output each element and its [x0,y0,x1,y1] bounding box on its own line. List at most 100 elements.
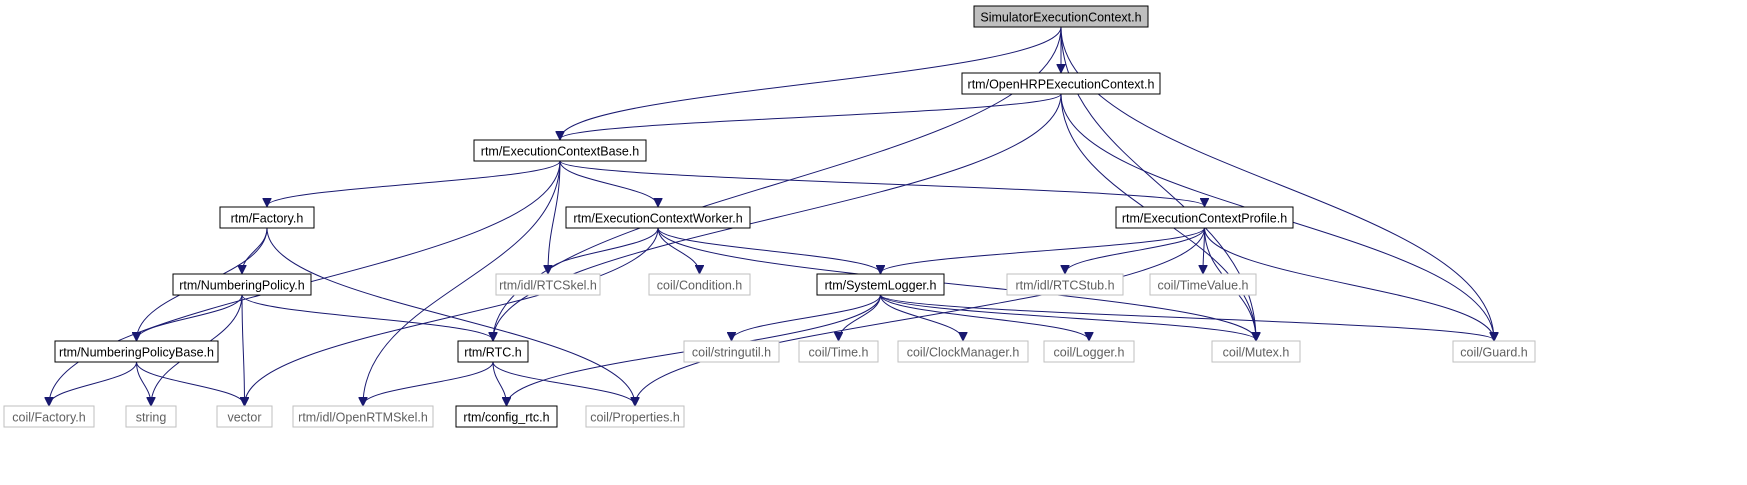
node-label: rtm/idl/RTCSkel.h [499,279,597,293]
node-label: rtm/NumberingPolicy.h [179,279,305,293]
node-rtm-executioncontextbase-h[interactable]: rtm/ExecutionContextBase.h [473,139,647,162]
edge-rtc-to-ortmskel [363,361,494,405]
node-label: rtm/OpenHRPExecutionContext.h [968,78,1155,92]
node-box [798,340,879,363]
node-box [1006,273,1124,296]
node-coil-stringutil-h: coil/stringutil.h [683,340,780,363]
node-label: rtm/ExecutionContextProfile.h [1122,212,1287,226]
node-label: rtm/idl/RTCStub.h [1015,279,1114,293]
node-rtm-numberingpolicy-h[interactable]: rtm/NumberingPolicy.h [172,273,312,296]
node-label: rtm/ExecutionContextWorker.h [573,212,742,226]
edge-slog-to-guard [880,294,1495,340]
node-box [455,405,558,428]
node-label: string [136,411,167,425]
node-coil-logger-h: coil/Logger.h [1043,340,1135,363]
edge-ecw-to-vector [245,227,659,405]
node-box [1149,273,1257,296]
node-box [457,340,529,363]
node-rtm-factory-h[interactable]: rtm/Factory.h [219,206,315,229]
node-box [219,206,315,229]
node-box [3,405,95,428]
edges-layer [49,26,1495,405]
node-coil-mutex-h: coil/Mutex.h [1211,340,1301,363]
node-label: coil/Guard.h [1460,346,1527,360]
node-box [973,5,1149,28]
node-rtm-config-rtc-h[interactable]: rtm/config_rtc.h [455,405,558,428]
node-rtm-openhrpexecutioncontext-h[interactable]: rtm/OpenHRPExecutionContext.h [961,72,1161,95]
node-box [565,206,751,229]
node-rtm-rtc-h[interactable]: rtm/RTC.h [457,340,529,363]
node-rtm-idl-rtcskel-h: rtm/idl/RTCSkel.h [495,273,601,296]
edge-ecw-to-rtcskel [548,227,659,273]
edge-ecb-to-fac [267,160,561,206]
node-label: coil/Condition.h [657,279,743,293]
node-coil-guard-h: coil/Guard.h [1452,340,1536,363]
nodes-layer: SimulatorExecutionContext.h rtm/OpenHRPEx… [3,5,1536,428]
node-coil-time-h: coil/Time.h [798,340,879,363]
edge-fac-to-nump [242,227,268,273]
node-box [1211,340,1301,363]
node-rtm-idl-openrtmskel-h: rtm/idl/OpenRTMSkel.h [292,405,434,428]
edge-npb-to-string [136,361,152,405]
edge-nump-to-rtc [241,294,493,340]
node-box [216,405,273,428]
node-label: coil/Properties.h [590,411,680,425]
node-label: coil/Mutex.h [1223,346,1290,360]
node-box [816,273,945,296]
node-box [495,273,601,296]
node-label: coil/ClockManager.h [907,346,1020,360]
node-simulatorexecutioncontext-h[interactable]: SimulatorExecutionContext.h [973,5,1149,28]
node-vector: vector [216,405,273,428]
edge-ecw-to-mutex [657,227,1256,340]
node-box [585,405,685,428]
node-label: coil/Logger.h [1054,346,1125,360]
node-label: coil/Factory.h [12,411,85,425]
node-coil-properties-h: coil/Properties.h [585,405,685,428]
node-box [648,273,751,296]
node-label: rtm/NumberingPolicyBase.h [59,346,214,360]
node-label: rtm/SystemLogger.h [825,279,937,293]
edge-slog-to-logger [880,294,1090,340]
edge-nump-to-vector [242,294,245,405]
edge-ecb-to-rtcskel [548,160,561,273]
node-box [172,273,312,296]
edge-rtc-to-cfg [492,361,507,405]
node-rtm-idl-rtcstub-h: rtm/idl/RTCStub.h [1006,273,1124,296]
edge-sim-to-ecb [560,26,1062,139]
node-label: coil/TimeValue.h [1157,279,1248,293]
node-box [1043,340,1135,363]
edge-slog-to-sutil [732,294,881,340]
node-rtm-executioncontextprofile-h[interactable]: rtm/ExecutionContextProfile.h [1115,206,1294,229]
node-label: coil/Time.h [809,346,869,360]
node-rtm-numberingpolicybase-h[interactable]: rtm/NumberingPolicyBase.h [54,340,219,363]
node-label: rtm/Factory.h [231,212,304,226]
edge-ecb-to-ecw [559,160,658,206]
edge-ecb-to-ortmskel [363,160,561,405]
node-coil-clockmanager-h: coil/ClockManager.h [897,340,1029,363]
node-box [1115,206,1294,229]
node-coil-condition-h: coil/Condition.h [648,273,751,296]
edge-ecp-to-slog [881,227,1205,273]
node-box [961,72,1161,95]
node-label: rtm/ExecutionContextBase.h [481,145,639,159]
edge-npb-to-vector [136,361,245,405]
node-coil-factory-h: coil/Factory.h [3,405,95,428]
edge-nump-to-npb [137,294,243,340]
node-rtm-executioncontextworker-h[interactable]: rtm/ExecutionContextWorker.h [565,206,751,229]
node-box [292,405,434,428]
edge-slog-to-mutex [880,294,1257,340]
node-rtm-systemlogger-h[interactable]: rtm/SystemLogger.h [816,273,945,296]
edge-slog-to-clk [880,294,964,340]
edge-ohrp-to-ecb [560,93,1062,139]
edge-ecp-to-guard [1204,227,1495,340]
edge-ohrp-to-rtc [493,93,1062,340]
edge-slog-to-time [839,294,881,340]
node-label: rtm/idl/OpenRTMSkel.h [298,411,428,425]
node-label: coil/stringutil.h [692,346,771,360]
node-label: vector [227,411,261,425]
node-box [1452,340,1536,363]
node-box [683,340,780,363]
edge-ecp-to-rtcstub [1065,227,1205,273]
node-box [125,405,177,428]
edge-rtc-to-props [492,361,635,405]
